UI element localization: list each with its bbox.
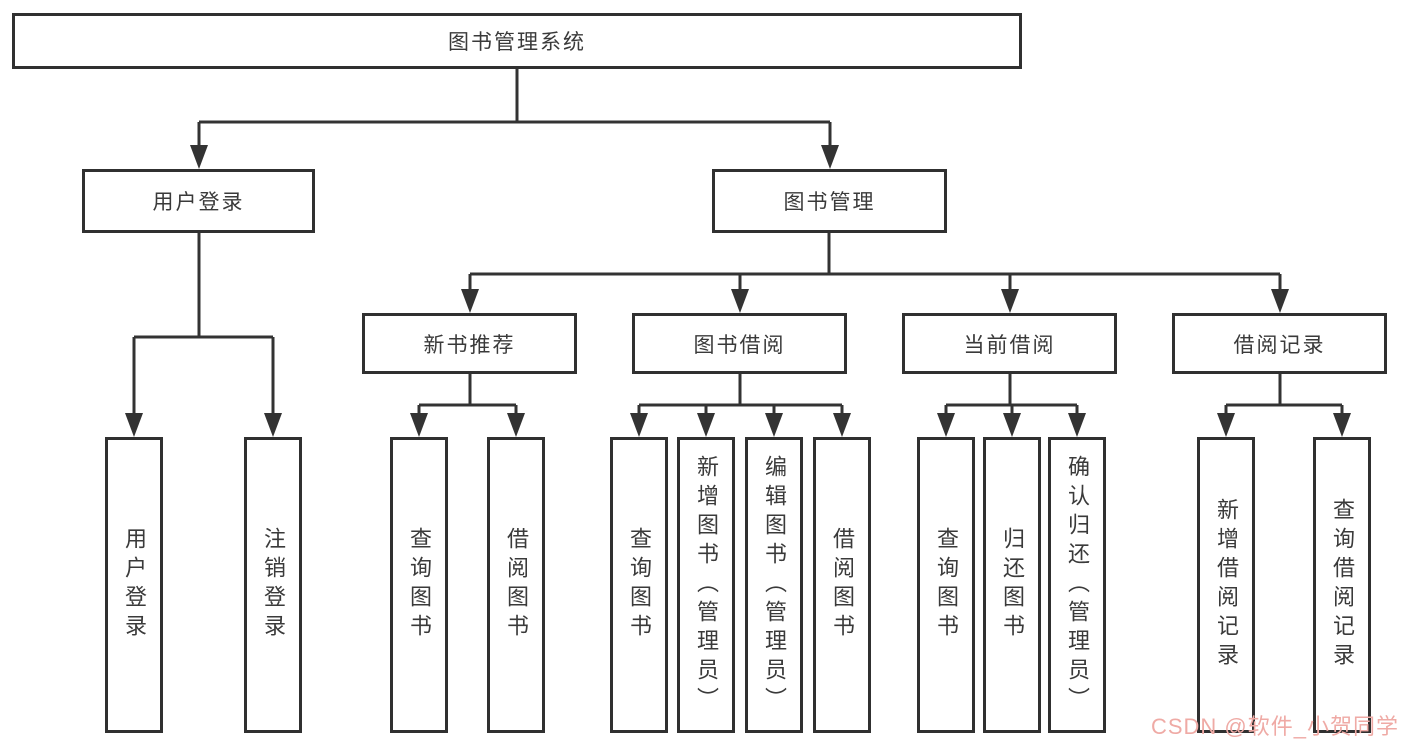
node-label: 用户登录: [122, 527, 147, 643]
leaf-add-books-admin: 新增图书（管理员）: [677, 437, 735, 733]
leaf-logout: 注销登录: [244, 437, 302, 733]
node-library-system: 图书管理系统: [12, 13, 1022, 69]
node-label: 借阅图书: [504, 527, 529, 643]
node-user-login: 用户登录: [82, 169, 315, 233]
node-label: 确认归还（管理员）: [1065, 454, 1090, 716]
leaf-edit-books-admin: 编辑图书（管理员）: [745, 437, 803, 733]
node-label: 查询图书: [407, 527, 432, 643]
node-new-book-recommend: 新书推荐: [362, 313, 577, 374]
node-label: 用户登录: [152, 191, 245, 214]
node-label: 图书借阅: [693, 333, 786, 357]
node-label: 查询图书: [627, 527, 652, 643]
leaf-confirm-return-admin: 确认归还（管理员）: [1048, 437, 1106, 733]
node-label: 新增借阅记录: [1214, 498, 1239, 672]
leaf-query-books-1: 查询图书: [390, 437, 448, 733]
node-label: 新书推荐: [423, 333, 516, 357]
node-label: 新增图书（管理员）: [694, 454, 719, 716]
node-current-borrow: 当前借阅: [902, 313, 1117, 374]
node-label: 图书管理: [783, 191, 876, 214]
node-book-management: 图书管理: [712, 169, 947, 233]
node-label: 查询图书: [934, 527, 959, 643]
node-label: 查询借阅记录: [1330, 498, 1355, 672]
node-book-borrow: 图书借阅: [632, 313, 847, 374]
leaf-query-books-2: 查询图书: [610, 437, 668, 733]
node-label: 借阅图书: [830, 527, 855, 643]
leaf-query-borrow-record: 查询借阅记录: [1313, 437, 1371, 733]
node-label: 图书管理系统: [448, 31, 586, 54]
node-borrow-records: 借阅记录: [1172, 313, 1387, 374]
leaf-return-books: 归还图书: [983, 437, 1041, 733]
leaf-add-borrow-record: 新增借阅记录: [1197, 437, 1255, 733]
node-label: 借阅记录: [1233, 333, 1326, 357]
leaf-user-login: 用户登录: [105, 437, 163, 733]
leaf-query-books-3: 查询图书: [917, 437, 975, 733]
node-label: 归还图书: [1000, 527, 1025, 643]
node-label: 注销登录: [261, 527, 286, 643]
node-label: 当前借阅: [963, 333, 1056, 357]
leaf-borrow-books-2: 借阅图书: [813, 437, 871, 733]
leaf-borrow-books-1: 借阅图书: [487, 437, 545, 733]
csdn-watermark: CSDN @软件_小贺同学: [1150, 714, 1399, 739]
node-label: 编辑图书（管理员）: [762, 454, 787, 716]
